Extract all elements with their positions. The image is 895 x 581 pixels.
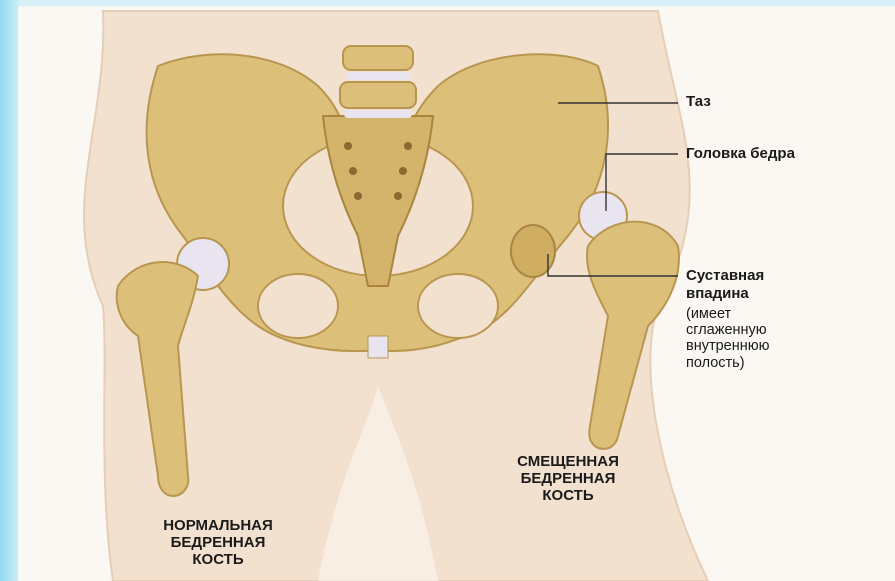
socket-description: (имеет сглаженную внутреннюю полость) <box>686 306 770 371</box>
illustration-stage: Таз Головка бедра Суставная впадина (име… <box>18 6 895 581</box>
caption-line: НОРМАЛЬНАЯ <box>128 518 308 535</box>
pelvis-label: Таз <box>686 94 711 111</box>
caption-line: КОСТЬ <box>128 552 308 569</box>
socket-desc-line: внутреннюю <box>686 338 770 354</box>
socket-desc-line: сглаженную <box>686 322 770 338</box>
caption-line: БЕДРЕННАЯ <box>128 535 308 552</box>
socket-label-line1: Суставная <box>686 268 764 285</box>
socket-label-line2: впадина <box>686 286 749 303</box>
caption-line: КОСТЬ <box>483 488 653 505</box>
femoral-head-label: Головка бедра <box>686 146 795 163</box>
normal-femur-caption: НОРМАЛЬНАЯ БЕДРЕННАЯ КОСТЬ <box>128 518 308 569</box>
caption-line: БЕДРЕННАЯ <box>483 471 653 488</box>
caption-line: СМЕЩЕННАЯ <box>483 454 653 471</box>
displaced-femur-caption: СМЕЩЕННАЯ БЕДРЕННАЯ КОСТЬ <box>483 454 653 505</box>
socket-desc-line: полость) <box>686 355 770 371</box>
socket-desc-line: (имеет <box>686 306 770 322</box>
hip-anatomy-illustration <box>18 6 895 581</box>
left-frame-border <box>0 0 20 581</box>
